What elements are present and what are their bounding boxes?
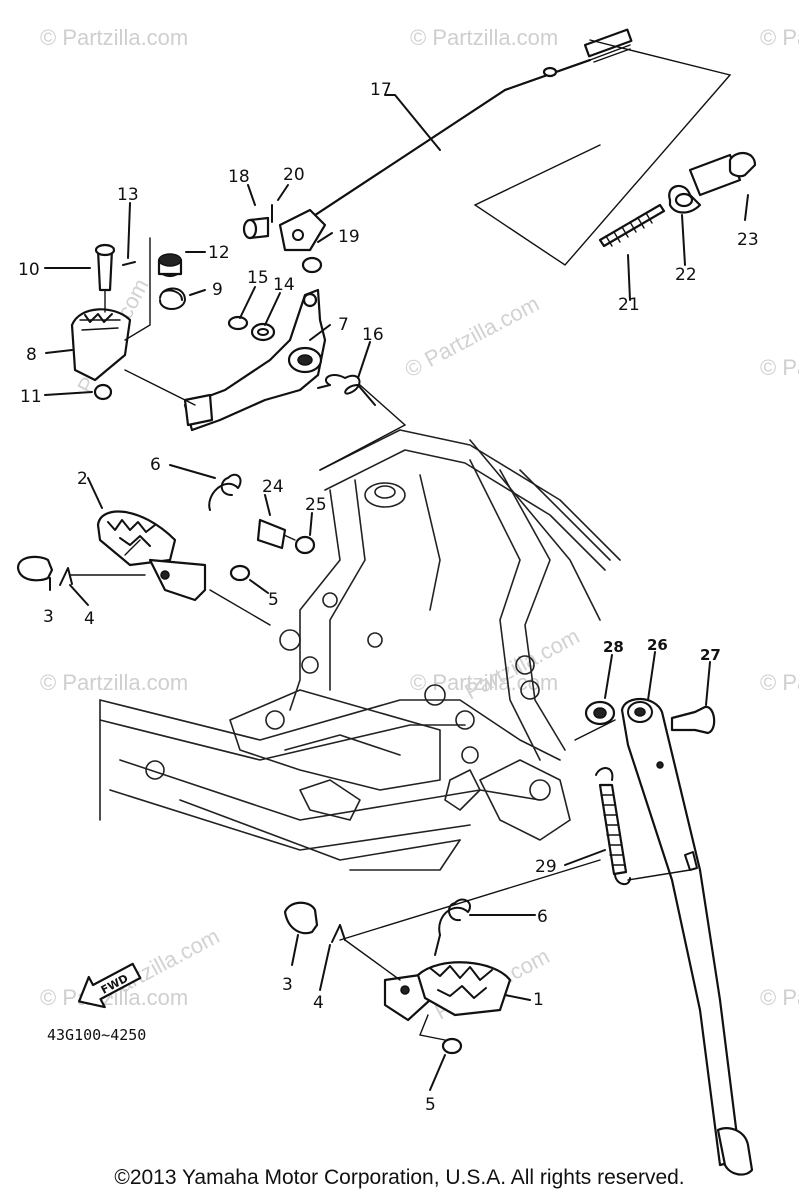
- callout-4-lower: 4: [313, 993, 324, 1013]
- callout-labels: 17 18 20 19 13 10 12 9 8 11 15 14 7 16 2…: [18, 80, 759, 1115]
- copyright-notice: ©2013 Yamaha Motor Corporation, U.S.A. A…: [114, 1166, 685, 1189]
- diagram-code: 43G100~4250: [47, 1026, 146, 1044]
- watermark: © Partzilla.com: [760, 355, 799, 380]
- leader-lines: [44, 94, 749, 1091]
- left-footrest-assembly: [70, 237, 196, 406]
- callout-15: 15: [247, 268, 269, 288]
- callout-20: 20: [283, 165, 305, 185]
- callout-28: 28: [603, 638, 624, 656]
- callout-1: 1: [533, 990, 544, 1010]
- watermark: © Partzilla.com: [40, 25, 188, 50]
- callout-6: 6: [150, 455, 161, 475]
- callout-24: 24: [262, 477, 284, 497]
- callout-27: 27: [700, 646, 721, 664]
- callout-6-lower: 6: [537, 907, 548, 927]
- callout-4: 4: [84, 609, 95, 629]
- footrest-right-lower: [283, 859, 601, 1055]
- center-watermark: © Partzilla.com: [401, 291, 544, 383]
- callout-25: 25: [305, 495, 327, 515]
- watermark: © Partzilla.com: [760, 985, 799, 1010]
- callout-8: 8: [26, 345, 37, 365]
- callout-29: 29: [535, 857, 557, 877]
- callout-18: 18: [228, 167, 250, 187]
- watermark: © Partzilla.com: [410, 25, 558, 50]
- callout-17: 17: [370, 80, 392, 100]
- rod-thread: [583, 28, 633, 63]
- brake-rod-assembly: [183, 28, 757, 432]
- callout-14: 14: [273, 275, 295, 295]
- callout-21: 21: [618, 295, 640, 315]
- footrest-left-upper: [16, 473, 316, 626]
- sidestand-assembly: [574, 697, 754, 1176]
- callout-16: 16: [362, 325, 384, 345]
- callout-5-lower: 5: [425, 1095, 436, 1115]
- callout-5: 5: [268, 590, 279, 610]
- callout-23: 23: [737, 230, 759, 250]
- guide-lines: [124, 384, 407, 556]
- callout-2: 2: [77, 469, 88, 489]
- callout-7: 7: [338, 315, 349, 335]
- callout-22: 22: [675, 265, 697, 285]
- watermark: © Partzilla.com: [40, 670, 188, 695]
- callout-19: 19: [338, 227, 360, 247]
- callout-10: 10: [18, 260, 40, 280]
- callout-3: 3: [43, 607, 54, 627]
- callout-12: 12: [208, 243, 230, 263]
- callout-9: 9: [212, 280, 223, 300]
- callout-13: 13: [117, 185, 139, 205]
- callout-26: 26: [647, 636, 668, 654]
- callout-11: 11: [20, 387, 42, 407]
- callout-3-lower: 3: [282, 975, 293, 995]
- watermark: © Partzilla.com: [760, 25, 799, 50]
- watermark: © Partzilla.com: [760, 670, 799, 695]
- motorcycle-frame: [99, 429, 621, 871]
